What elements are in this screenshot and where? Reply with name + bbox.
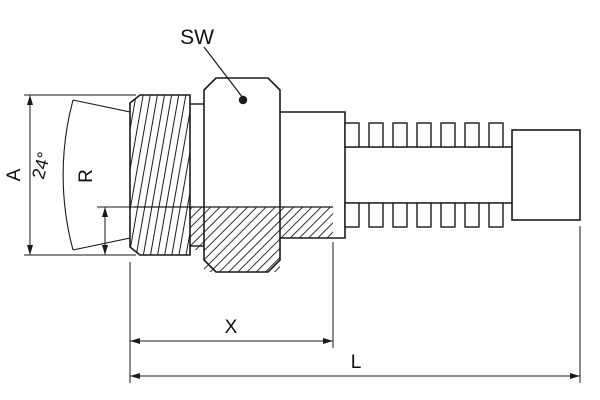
crimp-collar — [280, 111, 346, 239]
dimension-l-label: L — [351, 352, 362, 373]
dimension-l — [130, 226, 581, 383]
hose-tail-barbs — [344, 122, 512, 228]
cone-angle-label: 24° — [28, 150, 54, 181]
dimension-r — [97, 206, 136, 255]
thread-section — [129, 94, 191, 256]
sw-marker-dot — [238, 95, 248, 105]
dimension-x-label: X — [225, 317, 238, 338]
sw-leader — [203, 46, 248, 105]
sw-label: SW — [180, 26, 214, 49]
tail-end — [511, 129, 581, 221]
hex-nut-section — [203, 77, 281, 273]
dimension-a — [24, 94, 136, 256]
dimension-a-label: A — [4, 168, 25, 181]
dimension-x — [129, 242, 334, 383]
dimension-r-label: R — [76, 169, 97, 183]
cone-angle-indicator — [62, 99, 131, 251]
thread-relief-groove — [190, 103, 204, 247]
